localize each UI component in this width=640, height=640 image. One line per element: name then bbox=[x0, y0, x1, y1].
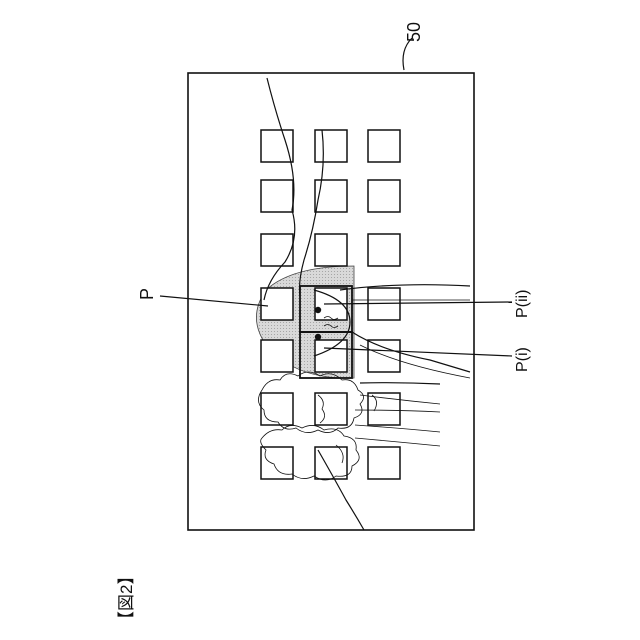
grid-cell bbox=[261, 393, 293, 425]
particle-dot-upper bbox=[315, 307, 321, 313]
grid-cell bbox=[315, 234, 347, 266]
grid-cell bbox=[315, 180, 347, 212]
grid-cell bbox=[368, 180, 400, 212]
grid-cell bbox=[368, 234, 400, 266]
grid-cell bbox=[261, 340, 293, 372]
reference-number-label: 50 bbox=[404, 22, 424, 42]
figure-caption: 【図2】 bbox=[117, 568, 136, 628]
grid-cell bbox=[368, 447, 400, 479]
grid-cell bbox=[261, 130, 293, 162]
particle-part-ii-label: P(ii) bbox=[514, 290, 531, 318]
grid-cell bbox=[315, 130, 347, 162]
grid-cell bbox=[368, 340, 400, 372]
grid-cell bbox=[368, 130, 400, 162]
grid-cell bbox=[261, 234, 293, 266]
particle-dot-lower bbox=[315, 334, 321, 340]
grid-cell bbox=[315, 340, 347, 372]
particle-part-i-label: P(i) bbox=[514, 347, 531, 372]
grid-cell bbox=[315, 393, 347, 425]
grid-cell bbox=[261, 180, 293, 212]
particle-label: P bbox=[137, 288, 157, 300]
